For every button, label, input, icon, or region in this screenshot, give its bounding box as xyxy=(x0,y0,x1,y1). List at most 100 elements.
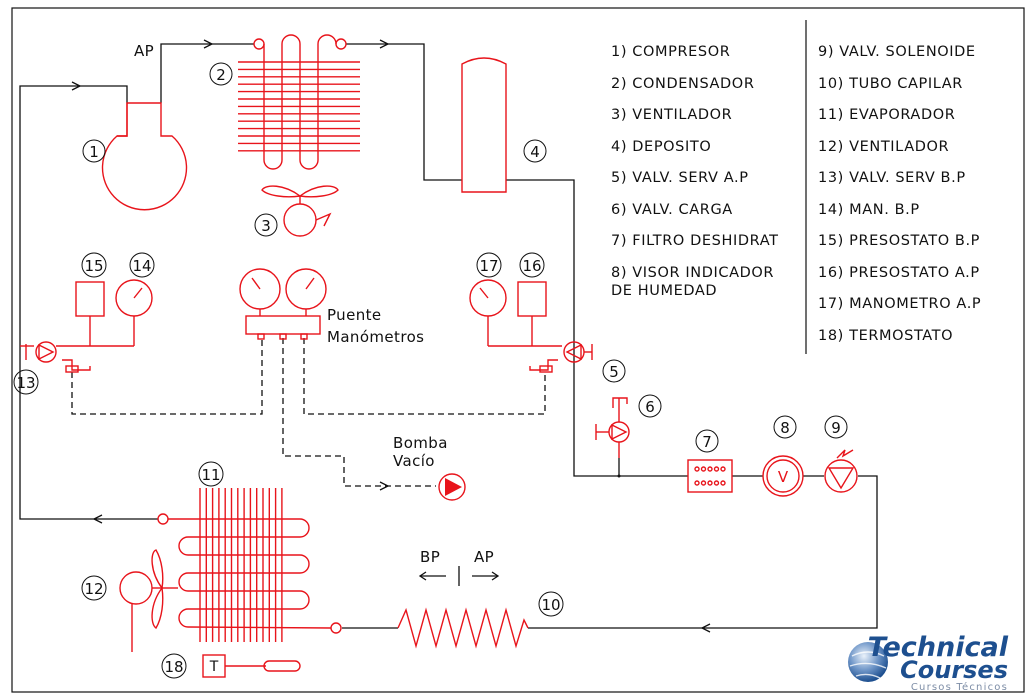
legend-item: 10) TUBO CAPILAR xyxy=(818,76,963,92)
callout-6: 6 xyxy=(638,394,662,418)
callout-7: 7 xyxy=(695,429,719,453)
callout-10: 10 xyxy=(538,591,564,617)
svg-text:12: 12 xyxy=(84,580,103,598)
callout-12: 12 xyxy=(81,575,107,601)
label-bp: BP xyxy=(420,548,440,566)
svg-text:1: 1 xyxy=(89,143,99,161)
pressure-side-marker xyxy=(418,566,500,586)
filter-dot xyxy=(694,480,700,486)
frame xyxy=(11,7,1025,693)
high-side-service-valve xyxy=(529,341,593,373)
svg-text:17: 17 xyxy=(479,257,498,275)
svg-text:10: 10 xyxy=(541,596,560,614)
callout-15: 15 xyxy=(81,252,107,278)
svg-text:6: 6 xyxy=(645,398,655,416)
svg-text:2: 2 xyxy=(216,66,226,84)
callout-1: 1 xyxy=(82,139,106,163)
low-pressure-switch xyxy=(75,281,105,346)
filter-dot xyxy=(707,480,713,486)
label-bomba: Bomba xyxy=(393,434,448,452)
legend-item: 13) VALV. SERV B.P xyxy=(818,170,966,186)
callout-13: 13 xyxy=(13,369,39,395)
callout-17: 17 xyxy=(476,252,502,278)
label-ap-discharge: AP xyxy=(134,42,154,60)
svg-text:8: 8 xyxy=(780,419,790,437)
filter-dot xyxy=(713,466,720,472)
filter-dot xyxy=(713,480,720,486)
filter-dot xyxy=(720,466,726,472)
globe-icon xyxy=(848,642,888,682)
label-manometros: Manómetros xyxy=(327,328,424,346)
high-pressure-switch xyxy=(517,281,547,346)
callout-3: 3 xyxy=(254,213,278,237)
label-vacio: Vacío xyxy=(393,452,435,470)
legend-item: 9) VALV. SOLENOIDE xyxy=(818,44,976,60)
svg-text:13: 13 xyxy=(16,374,35,392)
thermostat: T xyxy=(202,654,301,678)
callout-16: 16 xyxy=(519,252,545,278)
thermostat-letter: T xyxy=(209,659,219,675)
compressor xyxy=(101,102,188,211)
low-side-service-valve xyxy=(20,341,91,373)
legend-item: 1) COMPRESOR xyxy=(611,44,730,60)
number-callouts: 1 2 3 4 5 6 7 8 9 10 11 12 13 14 15 16 1… xyxy=(13,62,848,679)
filter-drier xyxy=(687,459,733,493)
legend-item: DE HUMEDAD xyxy=(611,283,717,299)
callout-5: 5 xyxy=(602,359,626,383)
legend-item: 8) VISOR INDICADOR xyxy=(611,265,774,281)
legend-item: 6) VALV. CARGA xyxy=(611,202,733,218)
low-pressure-gauge xyxy=(115,279,153,346)
legend-right-column: 9) VALV. SOLENOIDE 10) TUBO CAPILAR 11) … xyxy=(818,44,981,344)
filter-dot xyxy=(707,466,713,472)
legend-item: 2) CONDENSADOR xyxy=(611,76,755,92)
technical-courses-logo: Technical Courses Cursos Técnicos xyxy=(848,632,1009,693)
legend-item: 17) MANOMETRO A.P xyxy=(818,296,981,312)
sight-glass: V xyxy=(762,455,804,497)
label-ap: AP xyxy=(474,548,494,566)
svg-text:16: 16 xyxy=(522,257,541,275)
filter-dot xyxy=(694,466,700,472)
legend-item: 3) VENTILADOR xyxy=(611,107,732,123)
svg-text:3: 3 xyxy=(261,217,271,235)
svg-text:15: 15 xyxy=(84,257,103,275)
svg-text:5: 5 xyxy=(609,363,619,381)
callout-11: 11 xyxy=(198,461,224,487)
legend-item: 14) MAN. B.P xyxy=(818,202,920,218)
svg-text:11: 11 xyxy=(201,466,220,484)
vacuum-pump xyxy=(438,473,466,501)
condenser-fan xyxy=(261,185,339,237)
legend-item: 5) VALV. SERV A.P xyxy=(611,170,749,186)
gauge-manifold xyxy=(239,268,327,340)
svg-text:4: 4 xyxy=(530,143,540,161)
logo-line-3: Cursos Técnicos xyxy=(911,681,1008,693)
charge-valve xyxy=(595,397,630,458)
label-puente: Puente xyxy=(327,306,382,324)
sight-glass-letter: V xyxy=(778,468,789,486)
capillary-tube xyxy=(397,607,529,649)
logo-line-1: Technical xyxy=(868,632,1009,663)
callout-4: 4 xyxy=(523,139,547,163)
filter-dot xyxy=(700,480,707,486)
pipework xyxy=(19,39,878,633)
condenser xyxy=(238,34,360,170)
legend-item: 12) VENTILADOR xyxy=(818,139,949,155)
callout-14: 14 xyxy=(129,252,155,278)
high-pressure-gauge xyxy=(469,279,507,346)
logo-line-2: Courses xyxy=(900,656,1008,684)
svg-text:14: 14 xyxy=(132,257,151,275)
callout-9: 9 xyxy=(824,415,848,439)
filter-dot xyxy=(700,466,707,472)
callout-18: 18 xyxy=(161,653,187,679)
service-hoses xyxy=(71,338,546,491)
callout-2: 2 xyxy=(209,62,233,86)
receiver-tank xyxy=(461,57,507,193)
legend-item: 18) TERMOSTATO xyxy=(818,328,953,344)
svg-text:18: 18 xyxy=(164,658,183,676)
legend-item: 11) EVAPORADOR xyxy=(818,107,955,123)
legend-item: 15) PRESOSTATO B.P xyxy=(818,233,980,249)
legend-item: 16) PRESOSTATO A.P xyxy=(818,265,980,281)
filter-dot xyxy=(720,480,726,486)
legend-item: 4) DEPOSITO xyxy=(611,139,711,155)
evaporator xyxy=(157,488,342,642)
